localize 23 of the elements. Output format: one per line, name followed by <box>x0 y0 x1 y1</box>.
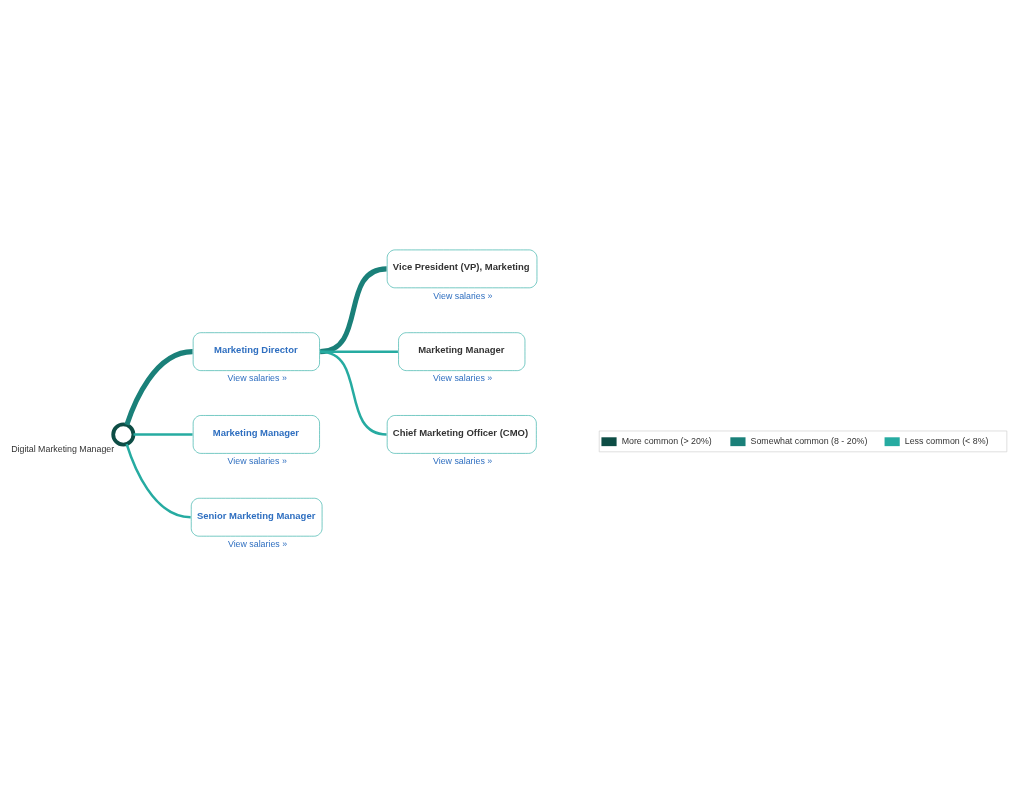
legend-label: Somewhat common (8 - 20%) <box>750 435 868 446</box>
legend-label: Less common (< 8%) <box>904 435 989 446</box>
node-box: Vice President (VP), Marketing <box>386 249 538 288</box>
connector <box>124 348 193 426</box>
legend-label: More common (> 20%) <box>621 435 712 446</box>
node-label: View salaries » <box>227 538 288 549</box>
node-label: View salaries » <box>227 455 287 466</box>
connector <box>133 432 193 436</box>
node-label: View salaries » <box>433 290 493 301</box>
node-label: View salaries » <box>433 372 493 383</box>
node-label: View salaries » <box>227 372 287 383</box>
node-box: Marketing Director <box>192 331 320 371</box>
node-label: View salaries » <box>433 455 493 466</box>
connector <box>320 349 398 353</box>
connector <box>320 349 387 436</box>
node-box: Senior Marketing Manager <box>190 497 323 536</box>
node-box: Chief Marketing Officer (CMO) <box>386 414 537 454</box>
connector <box>319 265 387 354</box>
node-label: Digital Marketing Manager <box>11 443 115 454</box>
node-box: Marketing Manager <box>398 331 526 371</box>
node-circle <box>111 421 136 446</box>
node-box: Marketing Manager <box>192 414 320 454</box>
connector <box>125 443 191 518</box>
